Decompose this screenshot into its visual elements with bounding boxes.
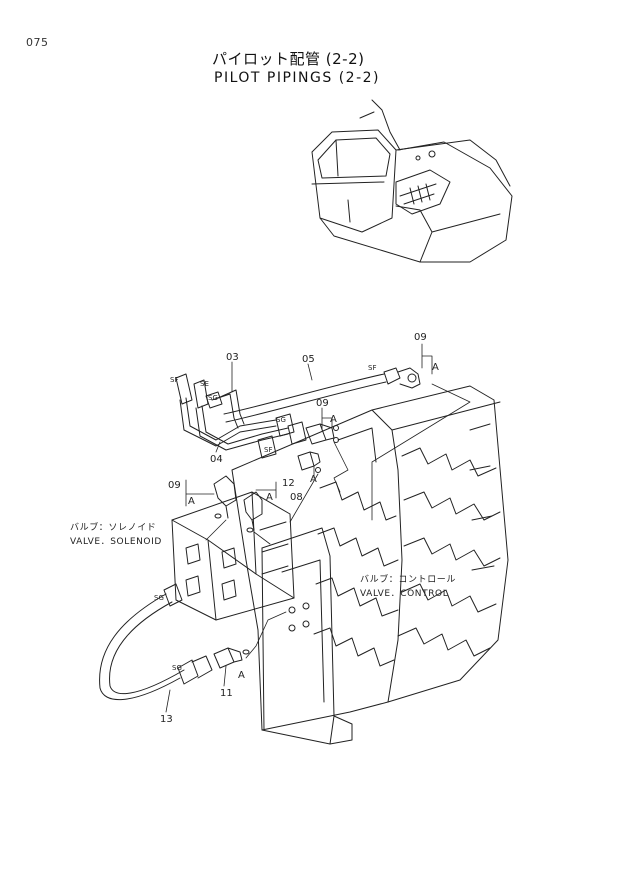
callout-11: 11 (220, 688, 233, 699)
connection-letter-a: A (330, 414, 337, 425)
connection-letter-a: A (310, 474, 317, 485)
page-number: 075 (26, 36, 49, 49)
connection-letter-a: A (266, 492, 273, 503)
fitting-mark-sf: SF (264, 446, 272, 454)
control-valve-body (231, 385, 509, 731)
callout-09-mid: 09 (316, 398, 329, 409)
callout-03: 03 (226, 352, 239, 363)
fitting-mark-sg: SG (276, 416, 286, 424)
fitting-11 (213, 647, 250, 669)
fitting-mark-sf: SF (368, 364, 376, 372)
connection-letter-a: A (238, 670, 245, 681)
callout-04: 04 (210, 454, 223, 465)
callout-13: 13 (160, 714, 173, 725)
pipe-05-hose (223, 367, 421, 423)
mounting-bracket (261, 527, 353, 745)
solenoid-valve-block (171, 491, 295, 621)
solenoid-valve-label-jp: バルブ：ソレノイド (70, 521, 156, 533)
callout-09-left: 09 (168, 480, 181, 491)
solenoid-valve-label-en: VALVE．SOLENOID (70, 537, 162, 547)
control-valve-label-jp: バルブ：コントロール (360, 573, 456, 585)
fittings-09-12-left (213, 475, 263, 533)
connection-letter-a: A (188, 496, 195, 507)
fitting-mark-sg: SG (154, 594, 164, 602)
callout-05: 05 (302, 354, 315, 365)
hose-13 (99, 583, 213, 700)
leader-lines (165, 343, 471, 713)
page-title-japanese: パイロット配管 (2-2) (212, 50, 365, 68)
fitting-mark-se: SE (200, 380, 209, 388)
fitting-mark-sf: SF (170, 376, 178, 384)
pipes-03-04 (175, 373, 307, 459)
fitting-mark-sg: SG (208, 394, 218, 402)
control-valve-label-en: VALVE．CONTROL (360, 589, 448, 599)
callout-12: 12 (282, 478, 295, 489)
fitting-mark-sg: SG (172, 664, 182, 672)
page-title-english: PILOT PIPINGS (2-2) (214, 70, 380, 86)
connection-letter-a: A (432, 362, 439, 373)
callout-09-top: 09 (414, 332, 427, 343)
excavator-overview-illustration (311, 99, 513, 263)
callout-08: 08 (290, 492, 303, 503)
